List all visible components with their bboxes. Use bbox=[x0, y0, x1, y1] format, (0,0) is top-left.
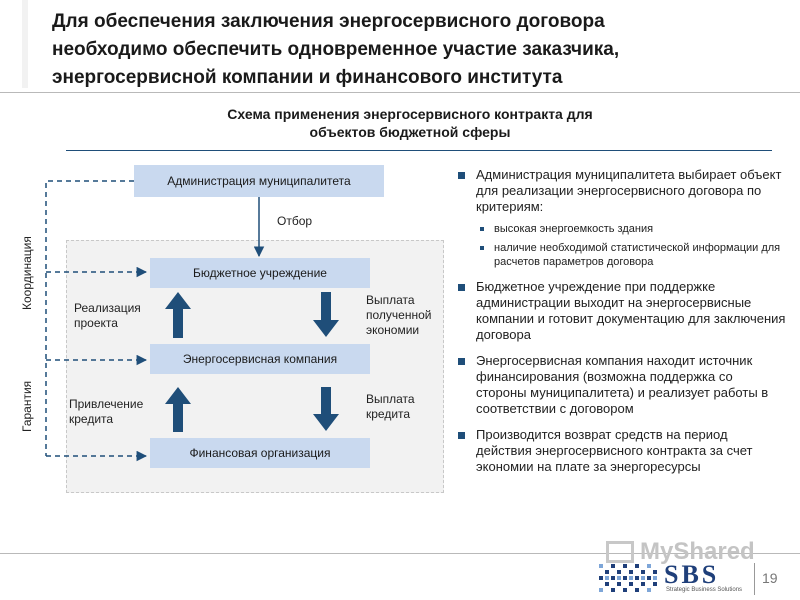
sub-bullet-list: высокая энергоемкость здания наличие нео… bbox=[456, 215, 786, 269]
label-payout-savings: Выплата полученной экономии bbox=[366, 293, 432, 337]
sub-bullet-square-icon bbox=[480, 227, 484, 231]
diagram-subtitle: Схема применения энергосервисного контра… bbox=[150, 105, 670, 141]
bullet-list: Администрация муниципалитета выбирает об… bbox=[456, 167, 786, 485]
bullet-item: Бюджетное учреждение при поддержке админ… bbox=[456, 279, 786, 343]
title-accent bbox=[22, 0, 28, 88]
title-line-2: необходимо обеспечить одновременное учас… bbox=[52, 39, 620, 60]
bullet-square-icon bbox=[458, 358, 465, 365]
down-arrow-payout-savings bbox=[313, 292, 339, 337]
bullet-item: Администрация муниципалитета выбирает об… bbox=[456, 167, 786, 269]
label-realization: Реализация проекта bbox=[74, 301, 141, 330]
sub-bullet-item: высокая энергоемкость здания bbox=[456, 222, 786, 236]
node-budget-institution: Бюджетное учреждение bbox=[150, 258, 370, 288]
up-arrow-realization bbox=[165, 292, 191, 338]
subtitle-line-1: Схема применения энергосервисного контра… bbox=[227, 106, 593, 122]
title-line-3: энергосервисной компании и финансового и… bbox=[52, 67, 563, 88]
title-divider bbox=[0, 92, 800, 93]
bullet-square-icon bbox=[458, 432, 465, 439]
label-selection: Отбор bbox=[277, 214, 313, 228]
node-finance: Финансовая организация bbox=[150, 438, 370, 468]
down-arrow-credit-payout bbox=[313, 387, 339, 431]
watermark-text: MyShared bbox=[640, 538, 755, 565]
logo-text: SBS bbox=[664, 560, 720, 589]
bullet-item: Энергосервисная компания находит источни… bbox=[456, 353, 786, 417]
label-credit-attract: Привлечение кредита bbox=[69, 397, 144, 426]
node-esco: Энергосервисная компания bbox=[150, 344, 370, 374]
label-guarantee: Гарантия bbox=[20, 380, 34, 432]
logo-grid-icon bbox=[599, 564, 657, 592]
up-arrow-credit-attract bbox=[165, 387, 191, 432]
bullet-square-icon bbox=[458, 172, 465, 179]
label-coordination: Координация bbox=[20, 236, 34, 310]
node-admin: Администрация муниципалитета bbox=[134, 165, 384, 197]
footer-divider bbox=[0, 553, 800, 554]
bullet-item: Производится возврат средств на период д… bbox=[456, 427, 786, 475]
footer-separator bbox=[754, 563, 755, 595]
page-number: 19 bbox=[762, 570, 778, 586]
sub-bullet-square-icon bbox=[480, 246, 484, 250]
label-credit-payout: Выплата кредита bbox=[366, 392, 415, 421]
page-title: Для обеспечения заключения энергосервисн… bbox=[52, 8, 772, 92]
subtitle-line-2: объектов бюджетной сферы bbox=[309, 124, 511, 140]
subtitle-divider bbox=[66, 150, 772, 151]
sub-bullet-item: наличие необходимой статистической инфор… bbox=[456, 241, 786, 269]
logo-subtitle: Strategic Business Solutions bbox=[666, 587, 743, 593]
watermark-icon bbox=[606, 541, 634, 563]
dashed-admin-link bbox=[45, 180, 134, 456]
title-line-1: Для обеспечения заключения энергосервисн… bbox=[52, 11, 605, 32]
bullet-square-icon bbox=[458, 284, 465, 291]
